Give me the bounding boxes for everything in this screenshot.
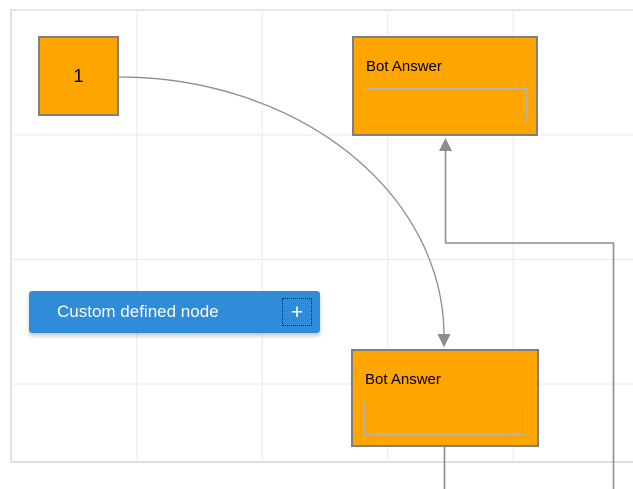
node-answer-field[interactable] <box>365 88 527 122</box>
node-start[interactable]: 1 <box>38 36 119 116</box>
node-start-label: 1 <box>73 65 84 86</box>
node-bot-answer-top[interactable]: Bot Answer <box>352 36 538 136</box>
add-plus-icon[interactable]: + <box>282 298 312 326</box>
node-custom-defined[interactable]: Custom defined node + <box>29 291 320 333</box>
node-bot-answer-bottom[interactable]: Bot Answer <box>351 349 539 447</box>
node-answer-field[interactable] <box>364 401 526 435</box>
node-custom-label: Custom defined node <box>57 302 219 321</box>
node-title: Bot Answer <box>366 58 442 75</box>
node-title: Bot Answer <box>365 371 441 388</box>
